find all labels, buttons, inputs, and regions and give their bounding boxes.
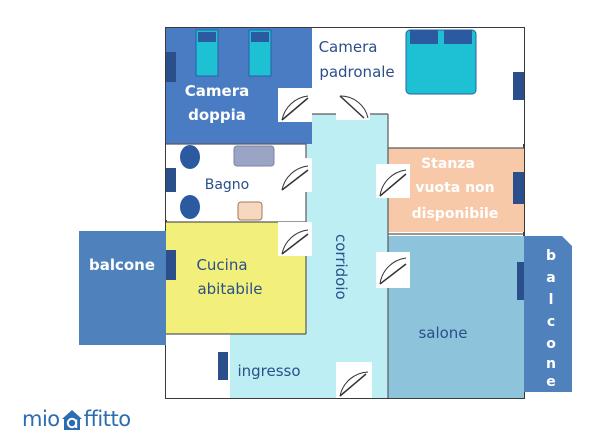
room-salone[interactable] xyxy=(388,236,524,398)
toilet-icon xyxy=(180,195,200,219)
window-icon xyxy=(166,250,176,280)
room-stanza[interactable] xyxy=(388,148,524,232)
door-camera-doppia-icon[interactable] xyxy=(278,88,312,122)
label-cucina-2: abitabile xyxy=(197,280,262,298)
window-icon xyxy=(513,72,524,100)
balcone-right[interactable] xyxy=(524,236,572,392)
window-icon xyxy=(513,172,524,204)
label-stanza-2: vuota non xyxy=(415,180,494,196)
label-balcone-right-letter: l xyxy=(549,292,554,308)
door-cucina-icon[interactable] xyxy=(278,222,312,256)
door-bagno-icon[interactable] xyxy=(278,158,312,192)
pillow-icon xyxy=(410,30,438,44)
sink-icon xyxy=(233,145,275,167)
pillow-icon xyxy=(444,30,472,44)
label-balcone-right-letter: a xyxy=(546,270,555,286)
pillow-icon xyxy=(198,32,216,42)
bed-icon xyxy=(405,29,477,95)
brand-right: ffitto xyxy=(83,407,131,431)
label-camera-doppia-1: Camera xyxy=(185,82,249,100)
balcone-left[interactable] xyxy=(79,231,166,345)
door-stanza-icon[interactable] xyxy=(376,164,410,198)
brand-left: mio xyxy=(22,407,60,431)
label-bagno: Bagno xyxy=(205,177,250,193)
label-balcone-right: b a l c o n e xyxy=(546,248,556,390)
label-salone: salone xyxy=(418,324,467,342)
pillow-icon xyxy=(251,32,269,42)
label-camera-doppia-2: doppia xyxy=(188,106,246,124)
room-camera-doppia[interactable] xyxy=(166,28,312,144)
label-balcone-right-letter: b xyxy=(546,248,556,264)
door-camera-padronale-icon[interactable] xyxy=(336,90,370,120)
label-stanza-3: disponibile xyxy=(412,206,499,222)
house-a-icon xyxy=(61,409,83,431)
label-corridoio: corridoio xyxy=(332,234,350,300)
label-cucina-1: Cucina xyxy=(196,256,247,274)
label-camera-padronale-2: padronale xyxy=(319,63,394,81)
toilet-icon xyxy=(180,145,200,169)
label-balcone-right-letter: o xyxy=(546,336,556,352)
label-camera-padronale-1: Camera xyxy=(319,38,378,56)
brand-logo[interactable]: mio ffitto xyxy=(22,404,131,434)
label-balcone-right-letter: n xyxy=(546,356,556,372)
label-balcone-left: balcone xyxy=(89,256,155,274)
door-entrance-icon xyxy=(218,352,228,380)
window-icon xyxy=(517,262,528,300)
label-balcone-right-letter: e xyxy=(546,374,556,390)
label-stanza-1: Stanza xyxy=(421,156,475,172)
label-balcone-right-letter: c xyxy=(547,314,555,330)
shower-icon xyxy=(237,201,263,221)
window-icon xyxy=(166,52,176,82)
window-icon xyxy=(166,168,176,192)
door-salone-icon[interactable] xyxy=(376,252,410,288)
door-ingresso-icon[interactable] xyxy=(336,362,372,398)
label-ingresso: ingresso xyxy=(237,362,300,380)
